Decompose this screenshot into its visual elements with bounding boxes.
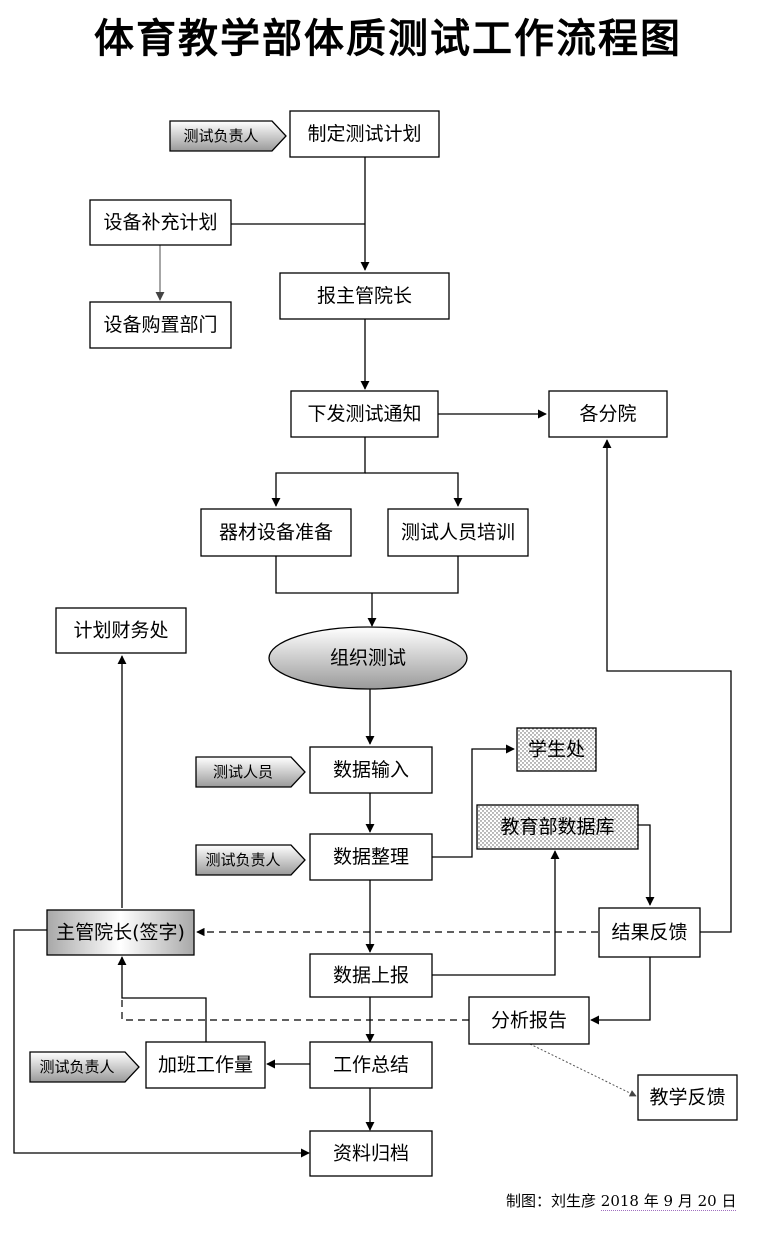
arrow-dean-sign-to-archive bbox=[13, 929, 310, 1158]
arrow-overtime-to-dean-sign bbox=[117, 956, 207, 1042]
page-title: 体育教学部体质测试工作流程图 bbox=[94, 16, 682, 62]
tag-responsible-3: 测试负责人 bbox=[29, 1051, 140, 1083]
node-branches: 各分院 bbox=[548, 390, 668, 438]
node-data-sort: 数据整理 bbox=[309, 833, 433, 881]
arrow-notice-to-equip-prep bbox=[271, 437, 366, 507]
footer-credit: 制图：刘生彦 2018 年 9 月 20 日 bbox=[506, 1190, 737, 1211]
node-edu-db-label: 教育部数据库 bbox=[500, 816, 614, 838]
line-merge bbox=[275, 556, 459, 594]
node-finance-label: 计划财务处 bbox=[73, 620, 168, 642]
node-notice-label: 下发测试通知 bbox=[307, 403, 421, 425]
line-analysis-to-dean-sign bbox=[121, 998, 469, 1021]
node-branches-label: 各分院 bbox=[579, 403, 636, 425]
node-edu-db: 教育部数据库 bbox=[476, 804, 639, 850]
node-equip-prep: 器材设备准备 bbox=[200, 508, 352, 557]
arrow-analysis-to-teach-feedback bbox=[529, 1043, 637, 1097]
tag-tester: 测试人员 bbox=[195, 756, 306, 788]
node-equip-buy-label: 设备购置部门 bbox=[103, 314, 217, 336]
node-teach-feedback: 教学反馈 bbox=[637, 1074, 738, 1121]
tag-tester-label: 测试人员 bbox=[213, 763, 273, 781]
tag-responsible-3-label: 测试负责人 bbox=[39, 1058, 114, 1076]
node-feedback: 结果反馈 bbox=[598, 907, 701, 958]
arrow-sort-to-student-office bbox=[432, 744, 515, 858]
tag-responsible-1-label: 测试负责人 bbox=[183, 127, 258, 145]
tag-responsible-2-label: 测试负责人 bbox=[205, 851, 280, 869]
node-analysis: 分析报告 bbox=[468, 996, 590, 1045]
node-archive: 资料归档 bbox=[309, 1130, 433, 1177]
node-plan-label: 制定测试计划 bbox=[307, 123, 421, 145]
arrow-notice-to-train bbox=[365, 472, 463, 507]
arrow-edu-db-to-feedback bbox=[638, 824, 655, 906]
node-archive-label: 资料归档 bbox=[333, 1143, 409, 1165]
node-plan: 制定测试计划 bbox=[289, 110, 440, 158]
tag-responsible-1: 测试负责人 bbox=[169, 120, 287, 152]
tag-responsible-2: 测试负责人 bbox=[195, 844, 306, 876]
node-teach-feedback-label: 教学反馈 bbox=[649, 1087, 725, 1109]
node-finance: 计划财务处 bbox=[55, 607, 187, 654]
node-data-input-label: 数据输入 bbox=[333, 759, 409, 781]
node-equip-buy: 设备购置部门 bbox=[89, 301, 232, 349]
node-summary: 工作总结 bbox=[309, 1041, 433, 1089]
node-organize: 组织测试 bbox=[268, 626, 468, 690]
node-dean-sign: 主管院长(签字) bbox=[46, 909, 195, 956]
node-summary-label: 工作总结 bbox=[333, 1054, 409, 1076]
arrow-feedback-to-analysis bbox=[590, 957, 651, 1025]
node-student-office-label: 学生处 bbox=[528, 739, 585, 761]
node-dean-sign-label: 主管院长(签字) bbox=[56, 922, 185, 944]
node-data-report: 数据上报 bbox=[309, 953, 433, 998]
arrow-feedback-to-branches bbox=[602, 439, 732, 933]
node-organize-label: 组织测试 bbox=[330, 647, 406, 669]
node-data-input: 数据输入 bbox=[309, 746, 433, 794]
node-student-office: 学生处 bbox=[516, 727, 597, 772]
node-feedback-label: 结果反馈 bbox=[611, 922, 687, 944]
footer-author: 制图：刘生彦 bbox=[506, 1192, 597, 1210]
node-report-dean-label: 报主管院长 bbox=[317, 285, 412, 307]
node-notice: 下发测试通知 bbox=[290, 390, 439, 438]
node-equip-plan: 设备补充计划 bbox=[89, 199, 232, 246]
node-staff-train-label: 测试人员培训 bbox=[401, 522, 515, 544]
node-staff-train: 测试人员培训 bbox=[387, 508, 529, 557]
node-analysis-label: 分析报告 bbox=[491, 1010, 567, 1032]
node-equip-plan-label: 设备补充计划 bbox=[103, 212, 217, 234]
node-data-sort-label: 数据整理 bbox=[333, 846, 409, 868]
arrow-report-to-edu-db bbox=[432, 850, 560, 976]
node-equip-prep-label: 器材设备准备 bbox=[219, 522, 333, 544]
node-overtime: 加班工作量 bbox=[145, 1041, 266, 1089]
node-overtime-label: 加班工作量 bbox=[158, 1054, 253, 1076]
node-data-report-label: 数据上报 bbox=[333, 965, 409, 987]
footer-date: 2018 年 9 月 20 日 bbox=[600, 1192, 737, 1211]
node-report-dean: 报主管院长 bbox=[279, 272, 450, 320]
